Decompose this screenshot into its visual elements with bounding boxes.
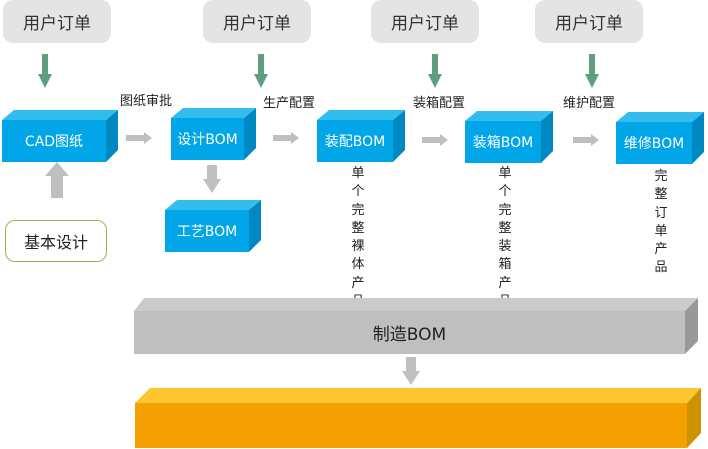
- node-assembly-bom-label: 装配BOM: [324, 134, 386, 150]
- user-order-1: 用户订单: [3, 0, 111, 43]
- label-production-config: 生产配置: [263, 96, 316, 111]
- user-order-2: 用户订单: [203, 0, 311, 43]
- node-design-bom-label: 设计BOM: [177, 132, 238, 148]
- node-basic-design: 基本设计: [5, 220, 107, 262]
- gray-right-arrow-2: [273, 132, 299, 144]
- node-orange-bar-label: [135, 403, 687, 448]
- node-maintenance-bom-label: 维修BOM: [623, 136, 685, 152]
- green-down-arrow-3: [428, 54, 442, 88]
- node-cad-label: CAD图纸: [24, 134, 84, 150]
- label-maintenance-config: 维护配置: [563, 96, 616, 111]
- gray-right-arrow-4: [573, 134, 599, 146]
- gray-down-arrow-process: [203, 165, 221, 193]
- gray-down-arrow-mfg: [402, 357, 420, 385]
- label-packing-config: 装箱配置: [413, 96, 466, 111]
- node-process-bom-label: 工艺BOM: [176, 224, 238, 240]
- gray-right-arrow-1: [126, 132, 152, 144]
- note-maintenance: 完整订单产品: [654, 169, 668, 276]
- node-packing-bom-label: 装箱BOM: [472, 135, 534, 151]
- user-order-3: 用户订单: [371, 0, 479, 43]
- note-packing: 单个完整装箱产品: [498, 166, 512, 309]
- green-down-arrow-4: [585, 54, 599, 88]
- gray-right-arrow-3: [422, 134, 448, 146]
- gray-up-arrow-basic: [45, 162, 69, 198]
- note-assembly: 单个完整裸体产品: [351, 166, 365, 309]
- label-drawing-approval: 图纸审批: [120, 94, 173, 109]
- user-order-4: 用户订单: [535, 0, 643, 43]
- green-down-arrow-2: [254, 54, 268, 88]
- node-manufacturing-bom-label: 制造BOM: [372, 325, 447, 345]
- green-down-arrow-1: [38, 54, 52, 88]
